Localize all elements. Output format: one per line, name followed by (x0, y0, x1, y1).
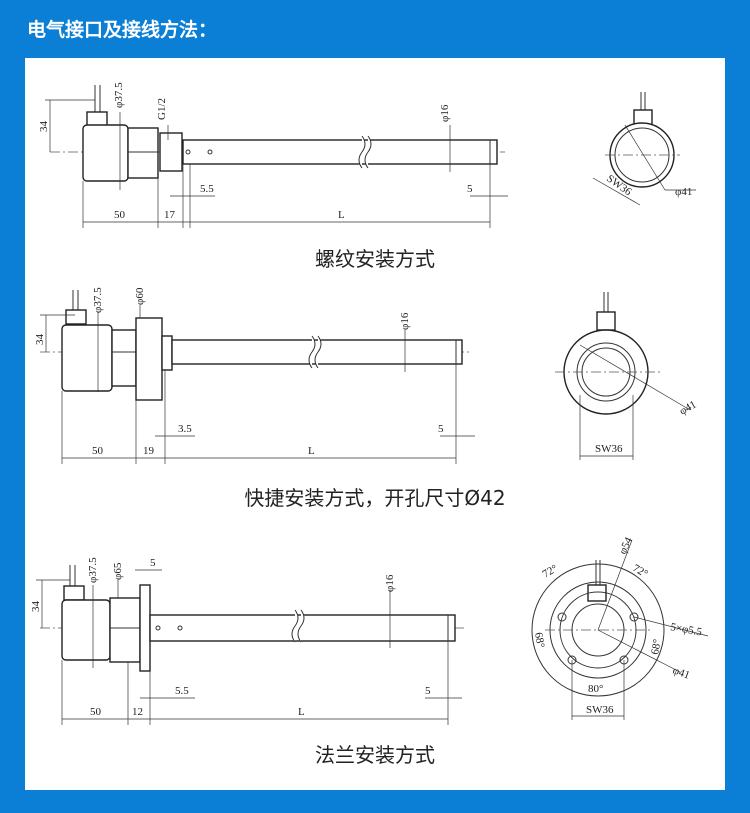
end-holes: 5×φ5.5 (669, 621, 703, 638)
dim-tip: 5 (467, 183, 473, 195)
page-title: 电气接口及接线方法： (27, 18, 217, 41)
dim-height: 34 (30, 601, 42, 613)
end-dia: φ41 (675, 186, 692, 198)
dim-housing-dia: φ37.5 (113, 82, 125, 108)
angle-bottom: 80° (588, 683, 603, 695)
dim-fitting-len: 19 (143, 445, 155, 457)
end-wrench-size: SW36 (586, 704, 614, 716)
dim-thread: G1/2 (156, 98, 168, 120)
dim-rod-dia: φ16 (439, 104, 451, 122)
dim-tip: 5 (438, 423, 444, 435)
dim-flange-thk: 5 (150, 557, 156, 569)
threaded-side-view: 34 φ37.5 G1/2 φ16 5.5 5 50 17 L (38, 82, 508, 228)
end-dia: φ41 (671, 665, 691, 682)
dim-length: L (338, 209, 345, 221)
dim-offset: 3.5 (178, 423, 192, 435)
angle-right: 68° (649, 638, 663, 655)
dim-fitting-len: 12 (132, 706, 143, 718)
dim-fitting-len: 17 (164, 209, 176, 221)
quick-end-view: SW36 φ41 (555, 292, 699, 460)
dim-height: 34 (34, 334, 46, 346)
dim-rod-dia: φ16 (399, 312, 411, 330)
dim-tip: 5 (425, 685, 431, 697)
dim-housing-len: 50 (114, 209, 126, 221)
dim-flange-dia: φ60 (134, 287, 146, 305)
dim-housing-dia: φ37.5 (92, 287, 104, 313)
flange-end-view: φ54 72° 72° 5×φ5.5 68° 68° 80° φ41 SW36 (531, 535, 709, 720)
dim-height: 34 (38, 121, 50, 133)
caption-threaded: 螺纹安装方式 (315, 247, 435, 271)
dim-housing-len: 50 (92, 445, 104, 457)
flange-side-view: 34 φ37.5 φ65 5 φ16 5.5 5 50 12 L (30, 557, 465, 725)
dim-offset: 5.5 (200, 183, 214, 195)
dim-length: L (308, 445, 315, 457)
quick-side-view: 34 φ37.5 φ60 φ16 3.5 5 50 19 L (34, 287, 475, 464)
angle-left: 68° (532, 631, 546, 648)
dim-rod-dia: φ16 (384, 574, 396, 592)
end-wrench-size: SW36 (595, 443, 623, 455)
dim-length: L (298, 706, 305, 718)
dim-flange-dia: φ65 (112, 562, 124, 580)
dim-offset: 5.5 (175, 685, 189, 697)
caption-quick: 快捷安装方式，开孔尺寸Ø42 (244, 486, 505, 510)
dim-housing-len: 50 (90, 706, 102, 718)
caption-flange: 法兰安装方式 (315, 743, 435, 767)
dim-housing-dia: φ37.5 (87, 557, 99, 583)
